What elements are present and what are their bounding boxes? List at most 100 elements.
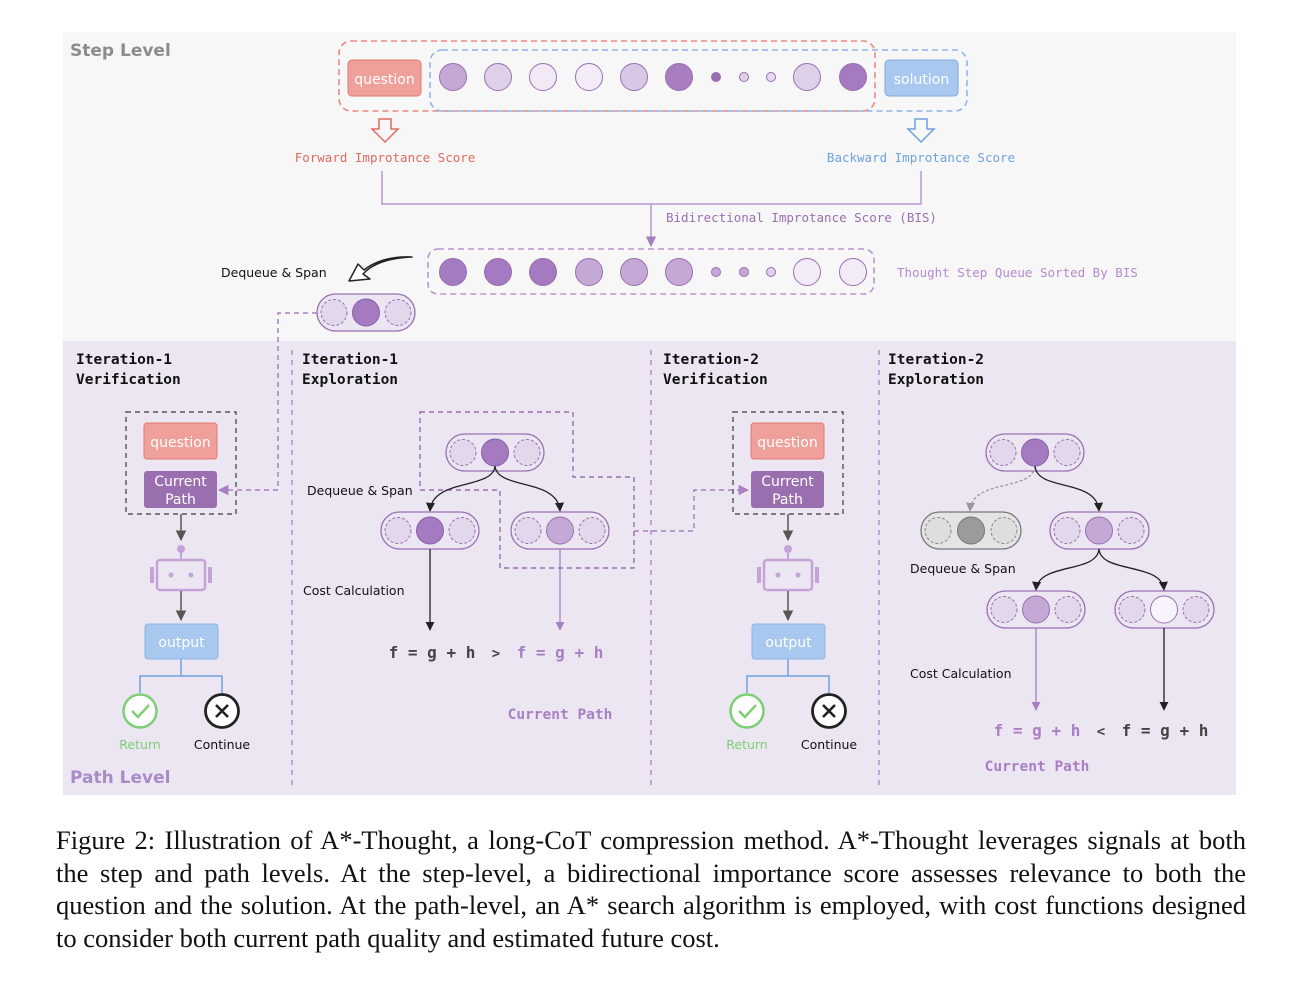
capsule-right bbox=[1114, 590, 1215, 629]
queue-label: Thought Step Queue Sorted By BIS bbox=[897, 265, 1138, 280]
step-level-background bbox=[63, 32, 1236, 341]
capsule-left bbox=[986, 590, 1086, 629]
panel-1-title-line2: Verification bbox=[76, 372, 181, 388]
current-path-box: Current Path bbox=[144, 471, 217, 508]
formula-right-2: f = g + h bbox=[1122, 721, 1209, 740]
dequeue-span-label-1: Dequeue & Span bbox=[307, 483, 413, 498]
dequeue-span-label-2: Dequeue & Span bbox=[910, 561, 1016, 576]
panel-2-title-line1: Iteration-1 bbox=[302, 352, 398, 368]
return-label: Return bbox=[726, 737, 767, 752]
cost-calc-label-2: Cost Calculation bbox=[910, 666, 1012, 681]
sorted-queue-row bbox=[439, 258, 867, 286]
svg-text:question: question bbox=[757, 435, 817, 451]
continue-label: Continue bbox=[801, 737, 858, 752]
queue-step bbox=[620, 258, 648, 286]
panel-4-title-line2: Exploration bbox=[888, 372, 984, 388]
capsule-root bbox=[985, 433, 1085, 472]
figure-caption: Figure 2: Illustration of A*-Thought, a … bbox=[56, 825, 1246, 953]
continue-label: Continue bbox=[194, 737, 251, 752]
dequeue-hook-arrow bbox=[348, 256, 413, 282]
queue-step bbox=[739, 267, 749, 277]
thought-step bbox=[575, 63, 603, 91]
queue-step bbox=[665, 258, 693, 286]
backward-group-box bbox=[429, 49, 968, 112]
robot-icon bbox=[150, 545, 212, 592]
thought-step bbox=[793, 63, 821, 91]
panel-4-title-line1: Iteration-2 bbox=[888, 352, 984, 368]
capsule-right bbox=[510, 511, 610, 550]
check-icon bbox=[122, 693, 158, 729]
panel-3-title-line2: Verification bbox=[663, 372, 768, 388]
capsule-left bbox=[380, 511, 480, 550]
queue-step bbox=[839, 258, 867, 286]
step-level-label: Step Level bbox=[70, 41, 171, 61]
dequeued-capsule bbox=[316, 293, 416, 332]
svg-text:Current: Current bbox=[154, 474, 207, 490]
queue-step bbox=[529, 258, 557, 286]
dequeue-span-label-top: Dequeue & Span bbox=[221, 265, 327, 280]
current-path-label-2: Current Path bbox=[985, 759, 1090, 775]
thought-step bbox=[839, 63, 867, 91]
cost-calc-label-1: Cost Calculation bbox=[303, 583, 405, 598]
capsule-root bbox=[445, 433, 545, 472]
exploration-to-verification-link bbox=[634, 484, 750, 532]
thought-step bbox=[484, 63, 512, 91]
formula-left-1: f = g + h bbox=[389, 643, 476, 662]
svg-text:solution: solution bbox=[894, 72, 949, 88]
exploration-panel-1: Dequeue & Span Cost Calculation f = g + … bbox=[303, 411, 635, 723]
svg-text:Path: Path bbox=[772, 492, 803, 508]
solution-box: solution bbox=[884, 59, 959, 97]
svg-text:question: question bbox=[150, 435, 210, 451]
thought-step bbox=[766, 72, 776, 82]
capsule-discarded bbox=[920, 511, 1022, 550]
compare-less: < bbox=[1097, 724, 1105, 740]
thought-step bbox=[620, 63, 648, 91]
capsule-expanded bbox=[1049, 511, 1150, 550]
svg-text:Path: Path bbox=[165, 492, 196, 508]
queue-step bbox=[484, 258, 512, 286]
thought-step bbox=[439, 63, 467, 91]
bis-label: Bidirectional Improtance Score (BIS) bbox=[666, 210, 937, 225]
thought-step bbox=[711, 72, 721, 82]
output-box: output bbox=[144, 623, 219, 660]
current-path-label-1: Current Path bbox=[508, 707, 613, 723]
output-box: output bbox=[751, 623, 826, 660]
svg-text:output: output bbox=[158, 635, 205, 651]
path-level-background bbox=[63, 341, 1236, 795]
capsule-to-current-path-link bbox=[217, 312, 317, 496]
return-label: Return bbox=[119, 737, 160, 752]
robot-icon bbox=[757, 545, 819, 592]
close-icon bbox=[811, 693, 847, 729]
thought-step bbox=[665, 63, 693, 91]
question-box: question bbox=[347, 59, 422, 97]
svg-text:Current: Current bbox=[761, 474, 814, 490]
backward-score-label: Backward Improtance Score bbox=[827, 150, 1015, 165]
queue-step bbox=[711, 267, 721, 277]
check-icon bbox=[729, 693, 765, 729]
path-level-label: Path Level bbox=[70, 768, 170, 788]
formula-left-2: f = g + h bbox=[994, 721, 1081, 740]
current-path-box: Current Path bbox=[751, 471, 824, 508]
sorted-queue-box bbox=[427, 248, 875, 295]
queue-step bbox=[575, 258, 603, 286]
queue-step bbox=[439, 258, 467, 286]
forward-score-label: Forward Improtance Score bbox=[295, 150, 476, 165]
thought-step bbox=[739, 72, 749, 82]
svg-text:output: output bbox=[765, 635, 812, 651]
panel-1-title-line1: Iteration-1 bbox=[76, 352, 172, 368]
panel-3-title-line1: Iteration-2 bbox=[663, 352, 759, 368]
compare-greater: > bbox=[492, 646, 500, 662]
formula-right-1: f = g + h bbox=[517, 643, 604, 662]
question-box: question bbox=[750, 422, 825, 460]
close-icon bbox=[204, 693, 240, 729]
thought-steps-row bbox=[439, 63, 867, 91]
exploration-panel-2: Dequeue & Span Cost Calculation f = g + … bbox=[910, 433, 1215, 775]
verification-panel-1: question Current Path output bbox=[119, 411, 251, 752]
verification-panel-2: question Current Path output bbox=[726, 411, 858, 752]
queue-step bbox=[766, 267, 776, 277]
queue-step bbox=[793, 258, 821, 286]
svg-text:question: question bbox=[354, 72, 414, 88]
question-box: question bbox=[143, 422, 218, 460]
backward-hollow-arrow bbox=[906, 118, 936, 144]
thought-step bbox=[529, 63, 557, 91]
